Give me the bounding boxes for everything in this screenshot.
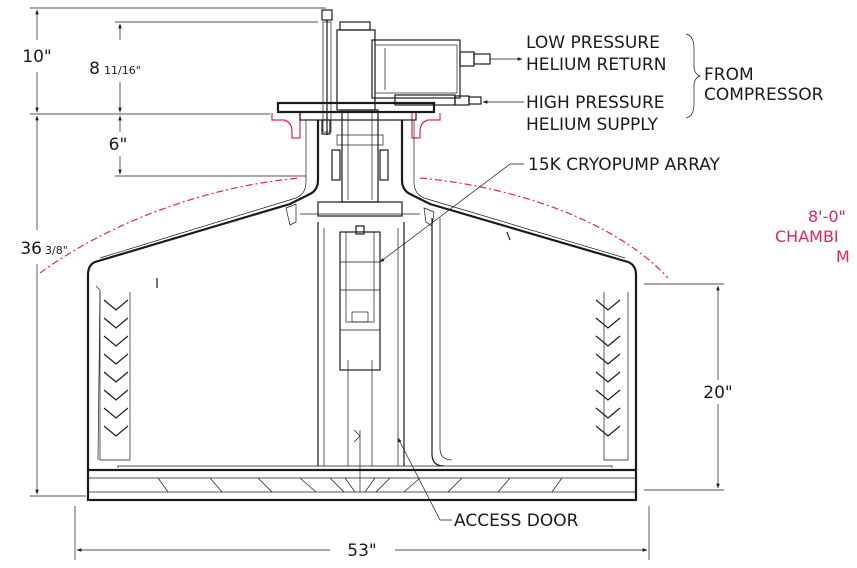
dim-20-label: 20" [703, 383, 732, 403]
callout-access-door: ACCESS DOOR [397, 437, 579, 531]
array-housing [86, 120, 638, 502]
dim-width: 53" [74, 506, 650, 561]
dim-8-11-16-frac: 11/16" [104, 64, 141, 77]
chamber-wall-arc-right [419, 177, 669, 279]
high-pressure-label-1: HIGH PRESSURE [526, 93, 665, 113]
dim-36-frac: 3/8" [45, 244, 68, 257]
chamber-port-right [411, 113, 441, 139]
dim-53-label: 53" [347, 541, 376, 561]
dim-head-height: 8 11/16" [89, 21, 318, 113]
dim-total-height: 36 3/8" [20, 115, 86, 497]
low-pressure-label-2: HELIUM RETURN [526, 55, 666, 75]
low-pressure-label-1: LOW PRESSURE [526, 33, 660, 53]
compressor-brace: FROM COMPRESSOR [685, 33, 824, 119]
cryopump-array-label: 15K CRYOPUMP ARRAY [528, 155, 721, 175]
dim-6-label: 6" [109, 135, 128, 155]
dim-10-label: 10" [22, 47, 51, 67]
callout-helium-supply: HIGH PRESSURE HELIUM SUPPLY [482, 93, 665, 135]
chamber-port-left [271, 113, 301, 139]
chamber-note: 8'-0" CHAMBI M [775, 207, 850, 266]
compressor-label: COMPRESSOR [704, 85, 824, 105]
chamber-note-line1: 8'-0" [808, 207, 846, 226]
callout-cryopump-array: 15K CRYOPUMP ARRAY [379, 155, 721, 263]
dim-neck-height: 6" [109, 115, 306, 177]
from-label: FROM [704, 65, 754, 85]
chevron-baffles-right [595, 299, 621, 437]
callout-helium-return: LOW PRESSURE HELIUM RETURN [490, 33, 666, 75]
chamber-note-line2: CHAMBI [775, 227, 839, 246]
dim-side-height: 20" [644, 283, 733, 491]
cryopump-head [276, 9, 491, 203]
chamber-wall-arc [39, 177, 301, 274]
access-door-label: ACCESS DOOR [454, 511, 579, 531]
dim-overall-top: 10" [22, 7, 326, 115]
dim-8-11-16-whole: 8 [89, 59, 100, 79]
dim-36-whole: 36 [20, 239, 42, 259]
chamber-note-line3: M [836, 247, 850, 266]
high-pressure-label-2: HELIUM SUPPLY [526, 115, 658, 135]
chevron-baffles-left [103, 299, 129, 437]
